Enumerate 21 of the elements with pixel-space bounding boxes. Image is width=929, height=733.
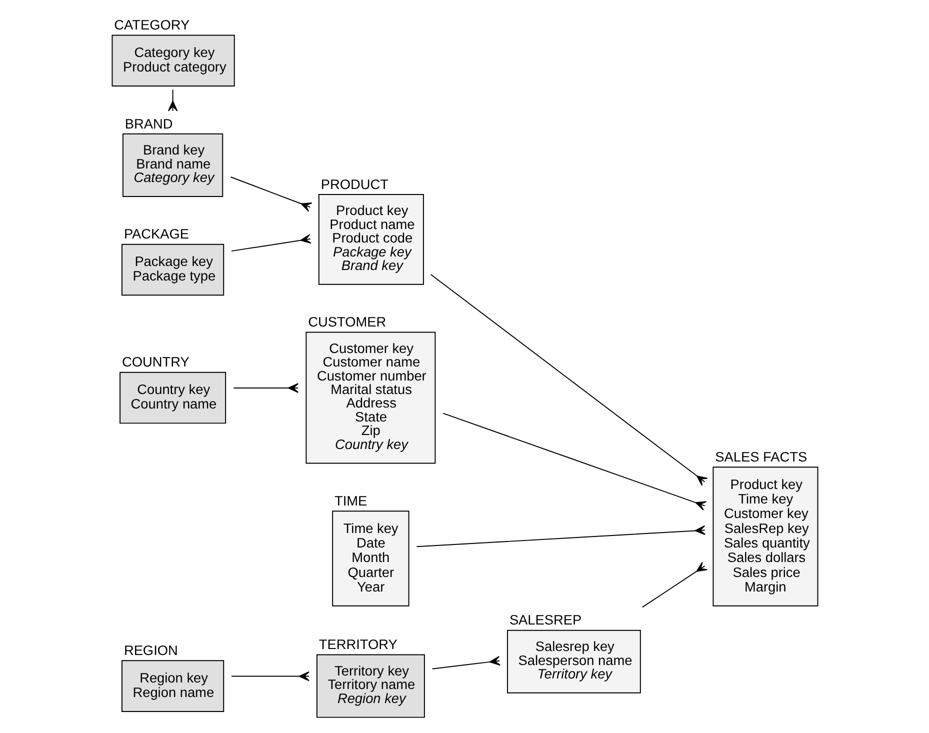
connector: [430, 274, 708, 486]
connector: [442, 412, 707, 510]
node-label: REGION: [124, 642, 178, 658]
node-label: SALESREP: [509, 612, 582, 628]
node-label: PACKAGE: [124, 226, 190, 242]
connector: [416, 525, 706, 548]
connector: [231, 234, 312, 252]
node-label: TIME: [334, 493, 368, 508]
node-label: CATEGORY: [114, 18, 190, 33]
connector: [231, 671, 310, 682]
connector: [233, 383, 299, 393]
node-label: TERRITORY: [318, 637, 398, 652]
node-label: SALES FACTS: [715, 449, 808, 464]
node-label: PRODUCT: [320, 176, 388, 192]
connector: [642, 562, 708, 608]
node-label: CUSTOMER: [308, 314, 386, 330]
connector: [432, 656, 501, 670]
node-label: BRAND: [124, 116, 173, 132]
connector: [230, 176, 312, 212]
connector: [168, 89, 178, 112]
node-label: COUNTRY: [122, 354, 190, 370]
